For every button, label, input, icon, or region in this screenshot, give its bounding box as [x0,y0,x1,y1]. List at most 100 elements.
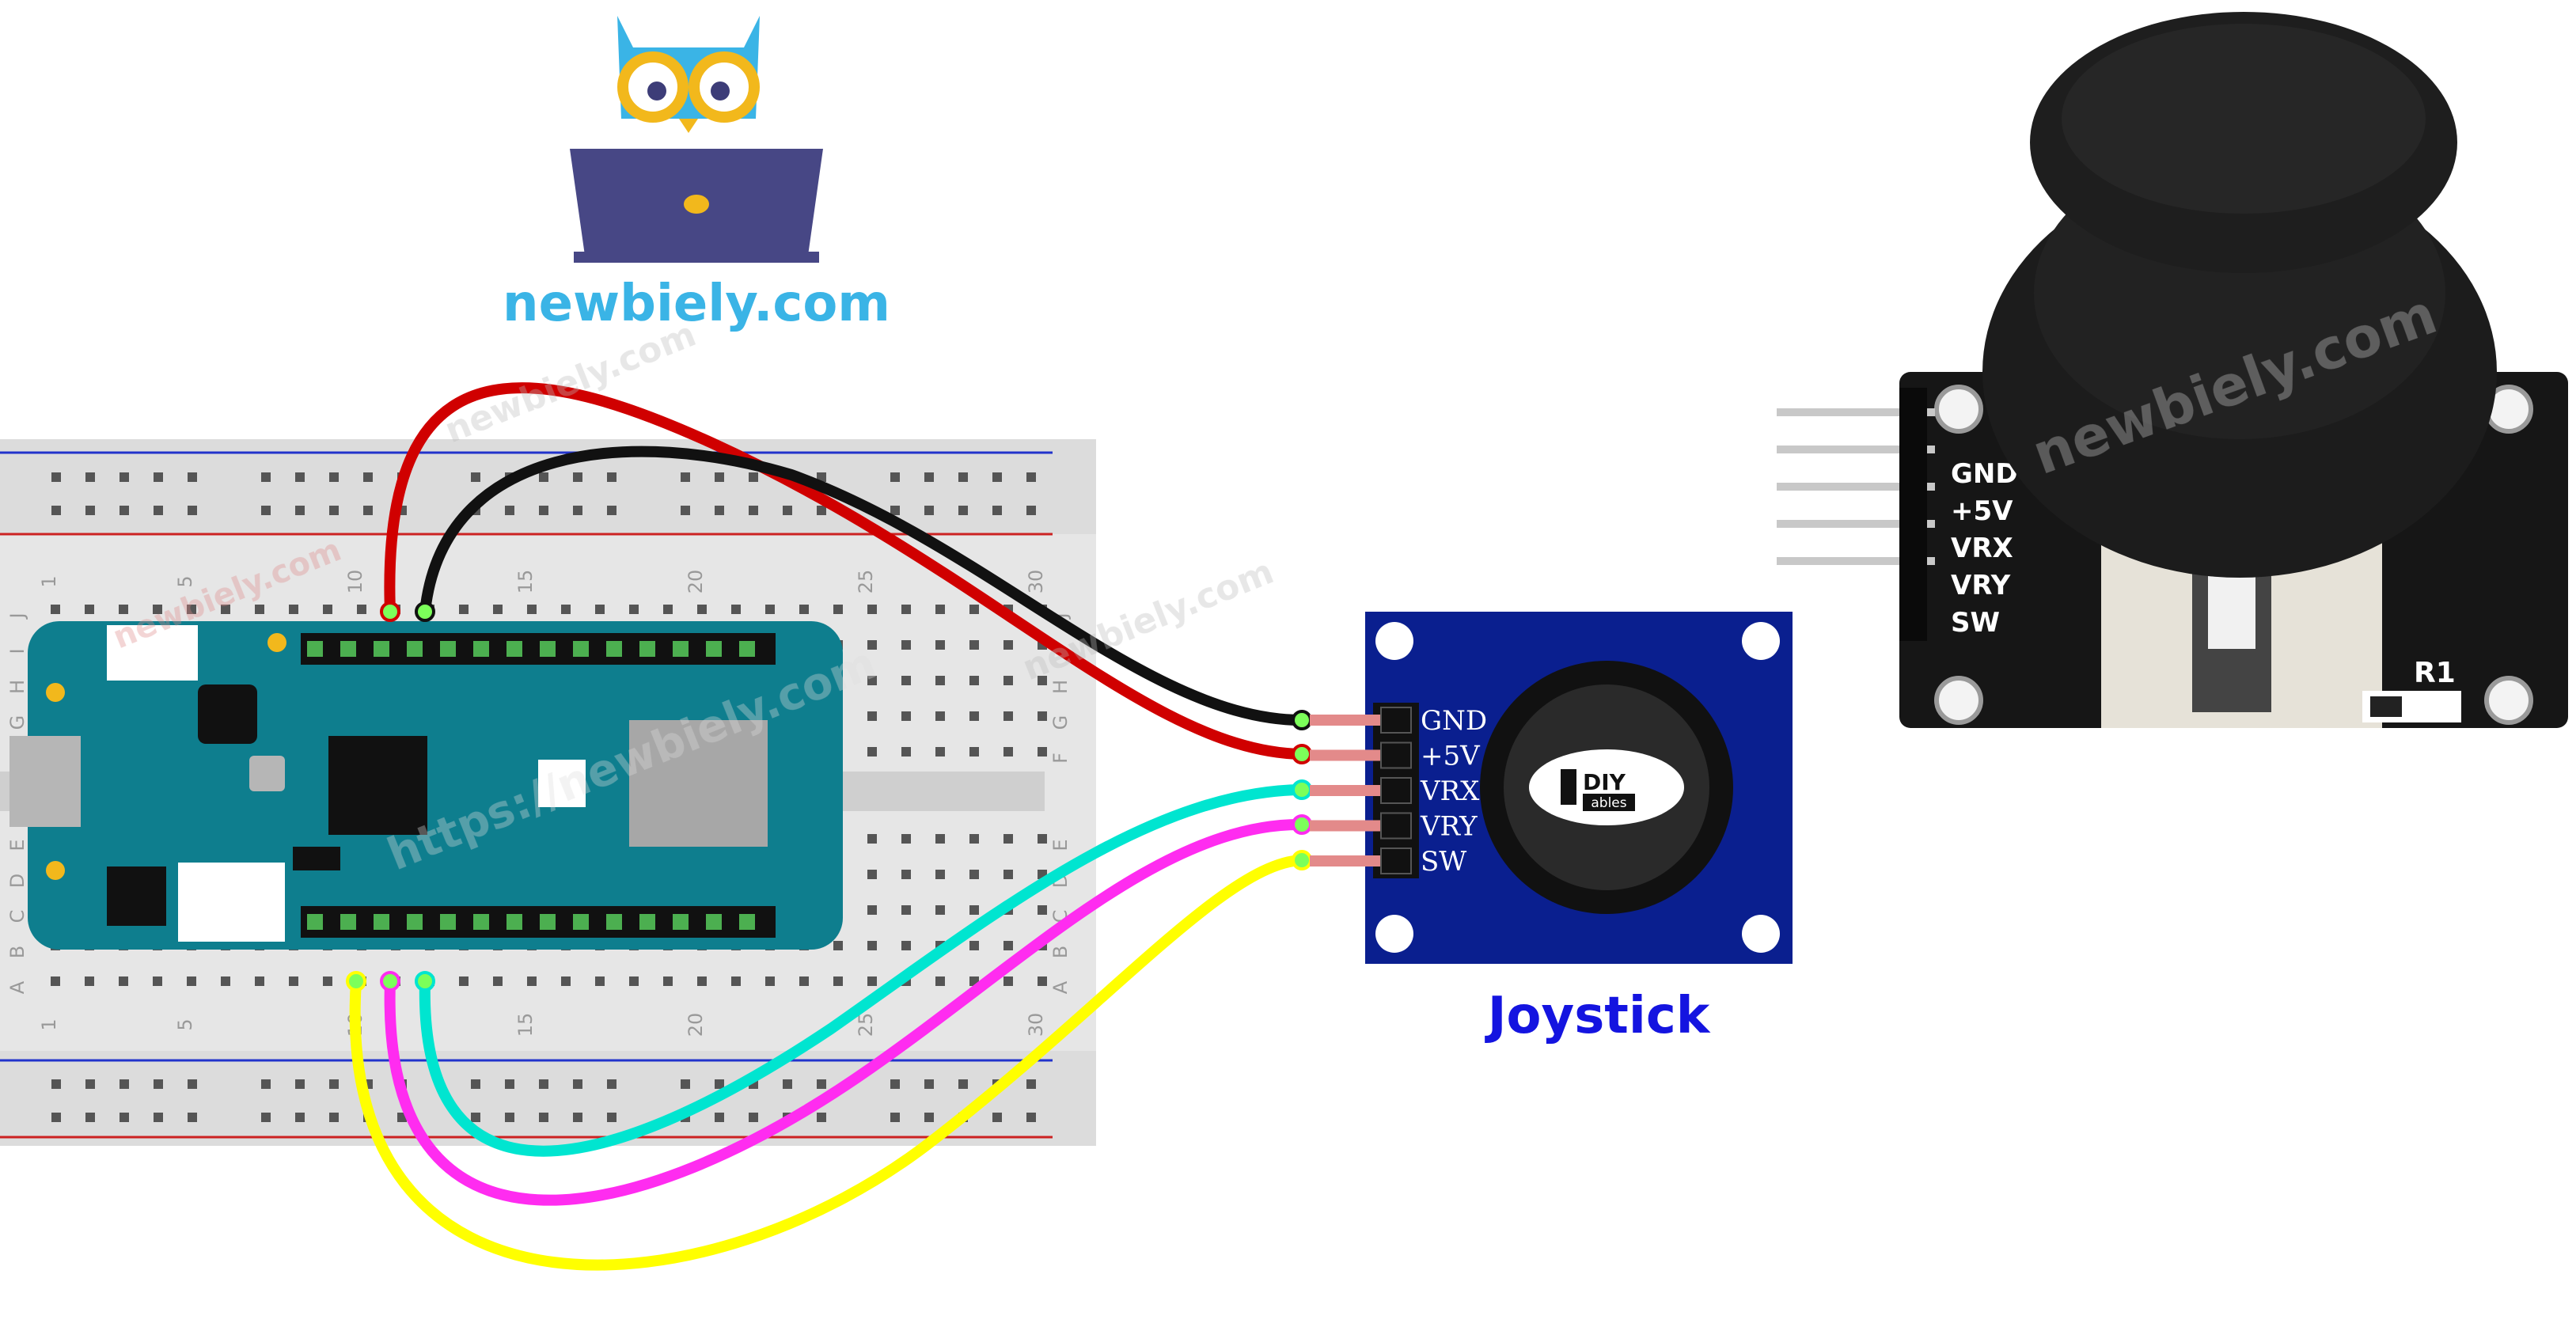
wire-endpoint [415,971,435,992]
breadboard-hole [969,905,979,915]
breadboard-hole [901,640,911,650]
rail-hole [120,472,129,482]
rail-hole [890,506,900,515]
rail-hole [817,472,826,482]
rail-hole [188,472,197,482]
rail-hole [85,472,95,482]
breadboard-hole [1038,905,1047,915]
breadboard-hole [85,976,94,986]
rail-hole [573,1079,582,1089]
column-number: 5 [174,1018,196,1030]
wire-endpoint [1292,850,1312,870]
header-pin [606,914,622,930]
breadboard-hole [153,976,162,986]
breadboard-hole [901,676,911,685]
brand-ables: ables [1591,795,1626,811]
row-letter: F [1049,753,1072,764]
breadboard-hole [663,976,673,986]
rail-hole [363,506,373,515]
wire-endpoint [380,971,400,992]
rail-hole [924,472,934,482]
breadboard-hole [867,747,877,757]
rail-hole [1026,472,1036,482]
rail-hole [120,1079,129,1089]
rail-hole [607,1079,616,1089]
wire-endpoint [1292,744,1312,764]
breadboard-hole [833,605,843,614]
breadboard-hole [969,941,979,950]
module-pin-label: SW [1421,846,1466,878]
breadboard-hole [969,640,979,650]
rail-hole [715,506,724,515]
rail-hole [681,472,690,482]
header-pin [473,641,489,657]
photo-pin-label: SW [1951,607,2000,639]
rail-hole [51,1113,61,1122]
breadboard-hole [1003,676,1013,685]
rail-hole [681,506,690,515]
breadboard-hole [51,605,60,614]
rail-hole [188,1113,197,1122]
newbiely-logo: newbiely.com [503,16,890,333]
breadboard-hole [833,941,843,950]
rail-hole [539,1079,548,1089]
sw-wire [349,855,1307,1271]
row-letter: B [6,946,28,958]
column-number: 1 [38,1018,60,1030]
header-pin [540,641,556,657]
diyables-logo: DIY ables [1561,769,1635,811]
header-pin [673,914,689,930]
wire-endpoint [1292,814,1312,835]
breadboard-hole [1038,834,1047,844]
breadboard-hole [153,605,162,614]
breadboard-hole [935,676,945,685]
rail-hole [505,1079,514,1089]
breadboard-hole [1038,976,1047,986]
breadboard-hole [1003,870,1013,879]
breadboard-hole [323,976,332,986]
wire-endpoint [415,601,435,622]
breadboard-hole [901,870,911,879]
breadboard-hole [969,870,979,879]
row-letter: A [1049,980,1072,994]
row-letter: E [1049,839,1072,851]
breadboard-hole [867,870,877,879]
rail-hole [471,1113,480,1122]
breadboard-hole [935,905,945,915]
rail-hole [261,1079,271,1089]
header-pin [573,641,589,657]
row-letter: H [6,680,28,694]
watermark-top: newbiely.com [439,314,701,451]
header-pin [706,914,722,930]
rail-hole [295,472,305,482]
breadboard-hole [1038,747,1047,757]
breadboard-hole [935,640,945,650]
breadboard-hole [493,605,503,614]
rail-hole [1026,506,1036,515]
column-number: 1 [38,575,60,587]
header-pin [739,641,755,657]
column-number: 25 [855,570,877,594]
breadboard-hole [1003,711,1013,721]
rail-hole [890,1079,900,1089]
breadboard-hole [1003,747,1013,757]
column-number: 20 [685,570,707,594]
breadboard-hole [935,834,945,844]
photo-pin-label: +5V [1951,495,2013,527]
breadboard-hole [969,676,979,685]
rail-hole [992,1113,1002,1122]
rail-hole [749,472,758,482]
rail-hole [85,1113,95,1122]
rail-hole [1026,1113,1036,1122]
column-number: 5 [174,575,196,587]
breadboard-hole [255,605,264,614]
rail-hole [958,506,968,515]
header-pin [506,914,522,930]
breadboard-hole [221,605,230,614]
breadboard-hole [867,676,877,685]
